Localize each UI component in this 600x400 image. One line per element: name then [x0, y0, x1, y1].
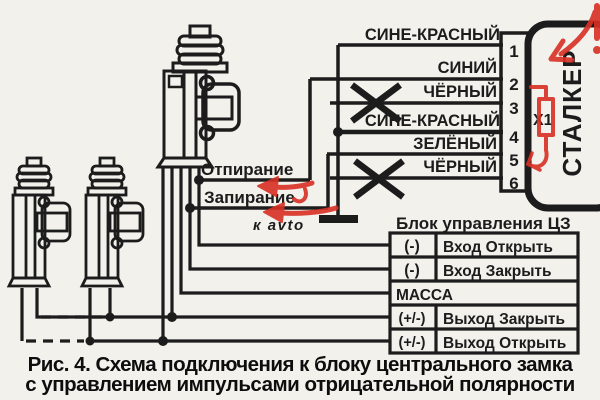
junction-dot — [85, 336, 95, 346]
terminal-ring — [110, 236, 124, 250]
red-annotations — [257, 3, 600, 223]
wire-label: СИНЕ-КРАСНЫЙ — [365, 25, 500, 44]
wire-label: ЗЕЛЁНЫЙ — [413, 134, 497, 153]
actuator-base — [6, 276, 52, 288]
wire-label: СИНИЙ — [438, 58, 497, 77]
lock-arrow-icon — [263, 202, 339, 223]
actuator-body-stripes — [97, 195, 110, 278]
row-label: Вход Открыть — [443, 239, 553, 256]
junction-dot — [158, 336, 168, 346]
table-row-lines — [390, 255, 578, 331]
cross-mark-icon — [350, 82, 402, 124]
row-polarity: (-) — [404, 238, 420, 255]
terminal-ring — [110, 195, 124, 209]
door-actuator-1 — [6, 156, 72, 288]
terminal-ring — [37, 236, 51, 250]
pin-number: 1 — [509, 42, 518, 61]
pin-number: 5 — [509, 151, 518, 170]
wire-ground — [179, 166, 390, 295]
unlock-arrow-icon — [257, 176, 315, 204]
actuator-bracket — [40, 201, 72, 243]
exclamation-icon — [593, 3, 600, 54]
actuator-body-stripes — [24, 195, 37, 278]
terminal-ring — [198, 74, 216, 92]
dashed-bus-segments — [26, 315, 104, 343]
actuator-base — [79, 276, 125, 288]
junction-dot — [105, 312, 115, 322]
junction-dot — [185, 203, 195, 213]
control-block-title: Блок управления ЦЗ — [396, 214, 571, 233]
actuator-body — [84, 193, 120, 280]
caption-line-1: Рис. 4. Схема подключения к блоку центра… — [27, 353, 573, 376]
wire-label: СИНЕ-КРАСНЫЙ — [365, 111, 500, 130]
row-label: Выход Закрыть — [443, 311, 565, 328]
actuator-bracket — [201, 82, 241, 132]
row-polarity: (+/-) — [399, 311, 426, 327]
actuator-to-block-wires — [20, 166, 390, 343]
row-polarity: (-) — [404, 262, 420, 279]
pin-number: 2 — [509, 75, 518, 94]
actuator-base — [155, 156, 215, 169]
pin-number: 6 — [509, 174, 518, 193]
actuator-body — [11, 193, 47, 280]
wire-labels: СИНЕ-КРАСНЫЙ СИНИЙ ЧЁРНЫЙ СИНЕ-КРАСНЫЙ З… — [365, 25, 500, 176]
control-block-outline — [388, 231, 580, 355]
stalker-unit: 1 2 3 4 5 6 X1 СТАЛКЕР — [499, 20, 600, 212]
actuator-plate — [194, 95, 234, 121]
junction-dots — [85, 127, 343, 346]
annotation-resistor-icon — [526, 85, 555, 172]
pin-number: 3 — [509, 99, 518, 118]
annotation-arrow-icon — [548, 9, 598, 63]
actuator1-wire-b — [35, 288, 107, 319]
stalker-wires — [190, 43, 503, 216]
actuator-bracket — [113, 201, 145, 243]
actuator-body-stripes — [182, 71, 198, 158]
actuator-plate — [35, 211, 69, 233]
actuator-plate — [108, 211, 142, 233]
cross-mark-icon — [353, 158, 405, 200]
junction-dot — [194, 175, 204, 185]
wire-input-open — [197, 166, 390, 247]
row-label: Вход Закрыть — [443, 263, 552, 280]
stalker-unit-label: СТАЛКЕР — [557, 49, 587, 176]
terminal-ring — [37, 195, 51, 209]
row-label: Выход Открыть — [443, 335, 566, 352]
connector-label: X1 — [533, 112, 553, 129]
row-polarity: МАССА — [396, 287, 453, 304]
junction-dot — [167, 312, 177, 322]
actuator-notch — [167, 74, 184, 89]
unlock-label: Отпирание — [201, 160, 293, 179]
row-polarity: (+/-) — [399, 335, 426, 351]
caption-line-2: с управлением импульсами отрицательной п… — [25, 372, 575, 396]
connector-strip — [499, 31, 530, 193]
terminal-ring — [198, 124, 216, 142]
to-car-note: к avto — [253, 217, 305, 234]
wire-label: ЧЁРНЫЙ — [423, 82, 497, 101]
main-actuator — [155, 24, 241, 169]
figure-caption: Рис. 4. Схема подключения к блоку центра… — [0, 355, 600, 394]
control-block: Блок управления ЦЗ (-) Вход Открыть (-) … — [388, 214, 580, 355]
junction-dot — [333, 127, 343, 137]
door-actuator-2 — [79, 156, 145, 288]
wire-label: ЧЁРНЫЙ — [423, 157, 497, 176]
wire-input-close — [188, 166, 390, 271]
pin-number: 4 — [509, 128, 519, 147]
